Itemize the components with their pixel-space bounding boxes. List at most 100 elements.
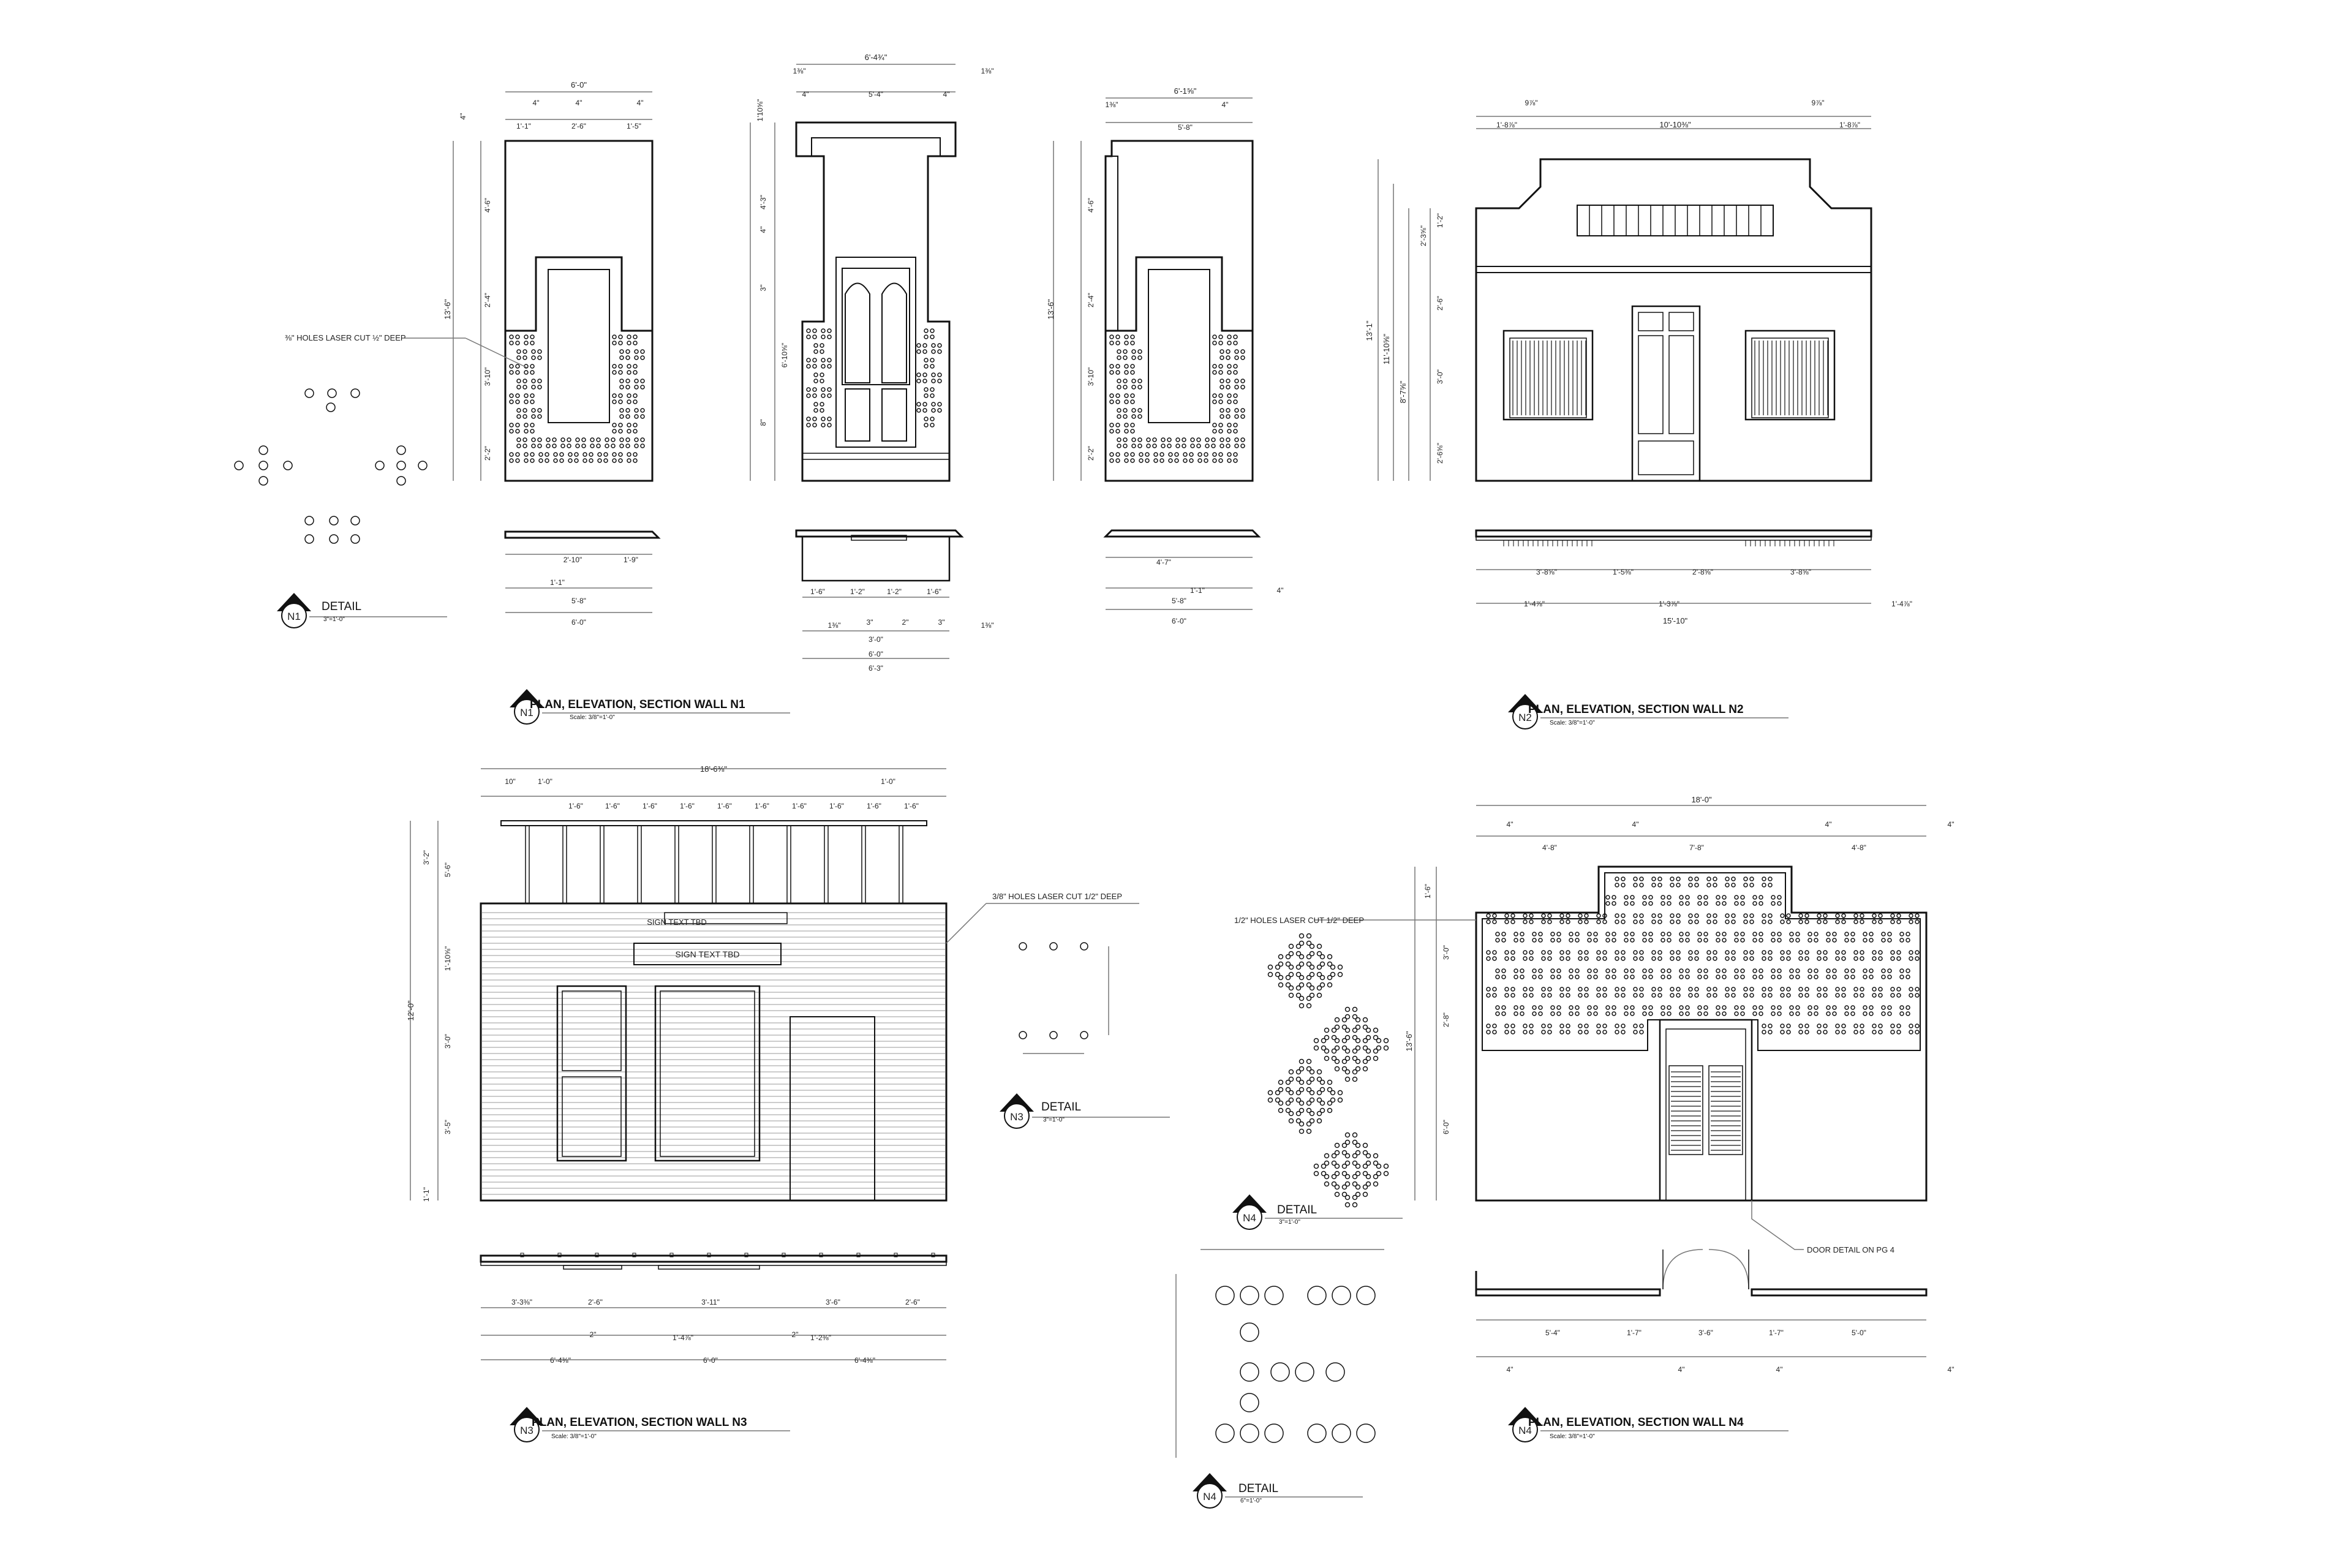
laser-hole (1605, 895, 1616, 906)
laser-hole (924, 387, 935, 398)
laser-hole (1697, 932, 1708, 943)
laser-hole (1863, 968, 1874, 979)
laser-hole (531, 437, 542, 448)
laser-hole (813, 343, 824, 354)
dim: 4" (459, 113, 467, 120)
laser-hole (1212, 364, 1223, 375)
laser-hole (821, 328, 832, 339)
laser-hole (1596, 1023, 1607, 1035)
hole-circle (350, 388, 360, 398)
laser-hole (1853, 1023, 1864, 1035)
laser-hole (1495, 968, 1506, 979)
laser-hole (1771, 932, 1782, 943)
wall-n1-elevation-right (1053, 97, 1254, 482)
hole-circle (304, 516, 314, 526)
laser-hole (531, 379, 542, 390)
dim: 13'-6" (443, 299, 452, 320)
laser-cut-note-n1: ⅜" HOLES LASER CUT ½" DEEP (285, 333, 406, 342)
laser-hole (1798, 1023, 1809, 1035)
scale-n4: Scale: 3/8"=1'-0" (1550, 1433, 1595, 1440)
laser-hole (931, 372, 942, 383)
laser-hole (924, 328, 935, 339)
laser-hole (1881, 968, 1892, 979)
laser-hole (1670, 913, 1681, 924)
laser-hole (1219, 379, 1231, 390)
laser-hole (575, 437, 586, 448)
laser-hole (509, 452, 520, 463)
laser-hole (627, 452, 638, 463)
door-detail-note: DOOR DETAIL ON PG 4 (1807, 1245, 1894, 1254)
laser-hole (1605, 932, 1616, 943)
laser-hole (1117, 408, 1128, 419)
dim: 3'-0" (1436, 369, 1444, 384)
dim: 1'-4⅞" (673, 1333, 693, 1342)
laser-hole (1670, 876, 1681, 888)
laser-hole (1660, 895, 1672, 906)
laser-hole (1771, 895, 1782, 906)
laser-hole (627, 334, 638, 345)
laser-hole (531, 408, 542, 419)
laser-hole (627, 393, 638, 404)
laser-hole (1624, 968, 1635, 979)
dim: 3" (938, 618, 945, 627)
laser-hole (1762, 1023, 1773, 1035)
wall-n1-plan-center (795, 529, 964, 659)
dim: 2'-6⅝" (1436, 443, 1444, 464)
dim: 1'-2⅜" (810, 1333, 831, 1342)
hole-circle (329, 534, 339, 544)
dim: 1'-0" (881, 777, 895, 786)
laser-hole (1513, 932, 1525, 943)
dim: 2'-6" (905, 1298, 920, 1306)
laser-hole (1109, 423, 1120, 434)
dim: 4'-6" (1087, 198, 1095, 213)
dim: 1'-6" (904, 802, 919, 810)
laser-hole (1559, 950, 1570, 961)
laser-hole (1881, 1005, 1892, 1016)
svg-text:N2: N2 (1518, 712, 1532, 723)
laser-hole (1234, 408, 1245, 419)
laser-hole (1596, 950, 1607, 961)
dim: 1'-2" (1436, 213, 1444, 228)
dim: 1'-1" (422, 1187, 431, 1202)
n1-hole-detail (234, 388, 428, 544)
dim: 4'-7" (1156, 558, 1171, 567)
laser-hole (538, 452, 549, 463)
laser-hole (1486, 1023, 1497, 1035)
dim: 8" (759, 420, 767, 426)
hole-circle (375, 461, 385, 470)
laser-hole (1688, 950, 1699, 961)
laser-hole (1789, 932, 1800, 943)
laser-hole (1826, 968, 1837, 979)
laser-hole (524, 364, 535, 375)
laser-hole (1486, 950, 1497, 961)
laser-hole (1212, 334, 1223, 345)
detail-title-n1: DETAIL (322, 600, 362, 613)
laser-hole (1523, 987, 1534, 998)
laser-hole (1725, 913, 1736, 924)
laser-hole (1569, 1005, 1580, 1016)
laser-hole (509, 393, 520, 404)
laser-hole (597, 452, 608, 463)
laser-hole (1633, 876, 1644, 888)
dim: 3'-0" (1442, 945, 1450, 960)
laser-hole (1161, 437, 1172, 448)
dim: 1'-2" (887, 587, 902, 596)
laser-hole (1559, 987, 1570, 998)
section-marker: N4 (1193, 1473, 1363, 1509)
laser-hole (1660, 1005, 1672, 1016)
hole-circle (258, 461, 268, 470)
scale-n3: Scale: 3/8"=1'-0" (551, 1433, 597, 1440)
laser-hole (1227, 452, 1238, 463)
laser-hole (1624, 932, 1635, 943)
laser-hole (1872, 1023, 1883, 1035)
dim: 6'-0" (703, 1356, 718, 1365)
laser-hole (619, 379, 630, 390)
laser-hole (1697, 1005, 1708, 1016)
detail-scale-n4b: 6"=1'-0" (1240, 1498, 1262, 1504)
hole-circle (326, 402, 336, 412)
laser-hole (916, 372, 927, 383)
laser-hole (1124, 452, 1135, 463)
laser-hole (634, 437, 645, 448)
laser-hole (1780, 987, 1791, 998)
dim: 15'-10" (1663, 616, 1688, 625)
